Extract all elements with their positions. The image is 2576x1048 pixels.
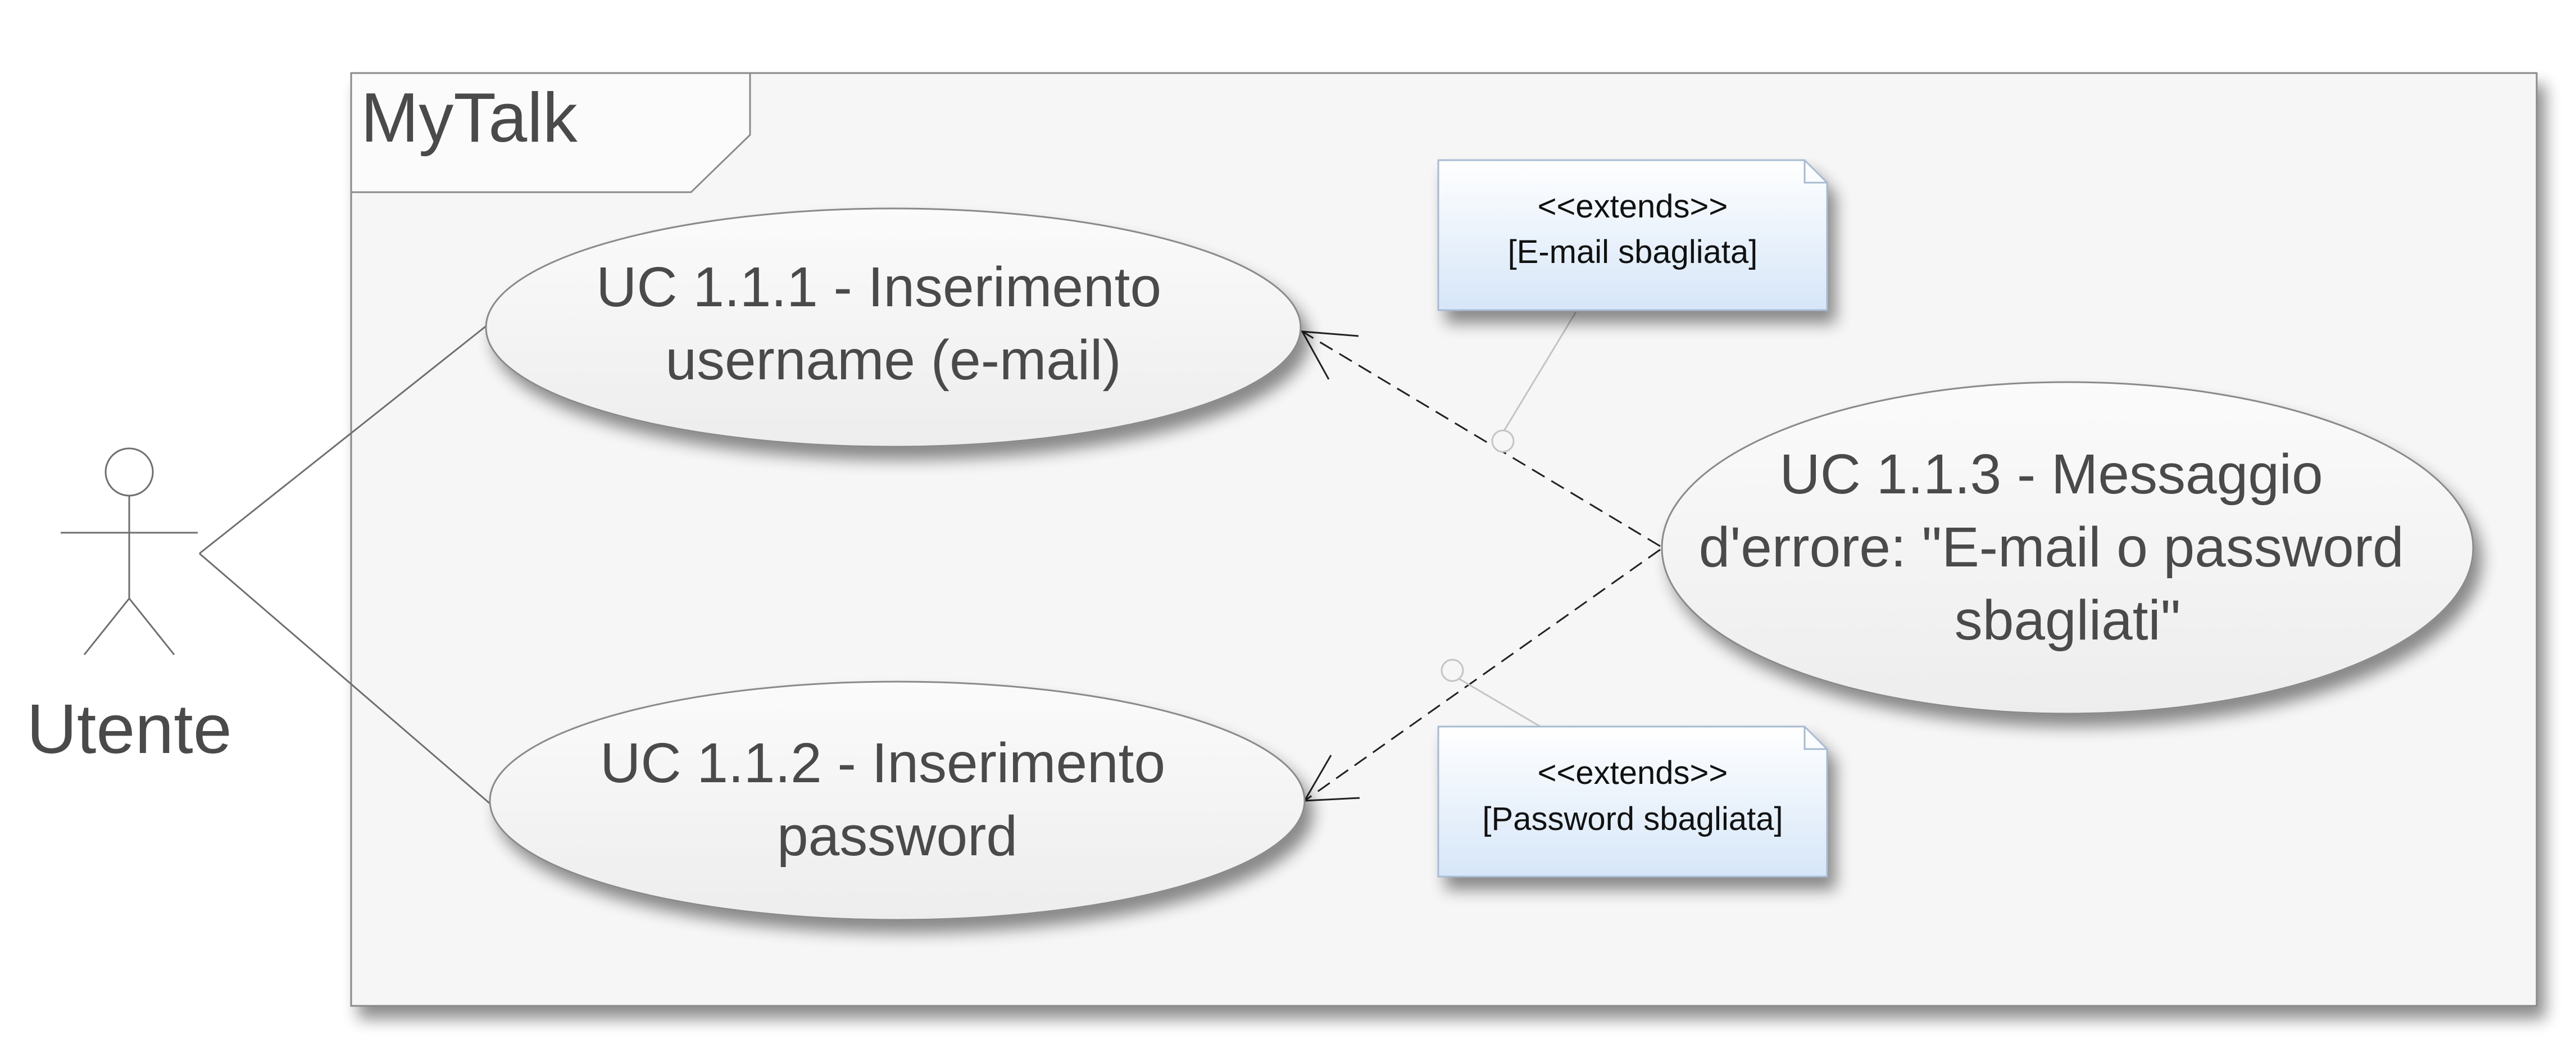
note-anchors bbox=[1441, 311, 1577, 729]
system-name: MyTalk bbox=[361, 79, 578, 157]
note-anchor-dot-email bbox=[1491, 429, 1515, 453]
note-anchor-dot-password bbox=[1441, 659, 1464, 682]
use-case-uc112[interactable]: UC 1.1.2 - Inserimento password bbox=[489, 680, 1306, 921]
note-password-stereotype: <<extends>> bbox=[1538, 755, 1728, 791]
note-password-fold bbox=[1803, 727, 1827, 750]
note-email-stereotype: <<extends>> bbox=[1538, 188, 1728, 225]
note-password[interactable]: <<extends>> [Password sbagliata] bbox=[1437, 725, 1828, 878]
note-anchor-line-password bbox=[1456, 676, 1543, 729]
association-line-uc111 bbox=[199, 324, 488, 555]
actor-utente[interactable] bbox=[61, 447, 198, 655]
actor-left-leg bbox=[83, 598, 130, 655]
note-password-condition: [Password sbagliata] bbox=[1482, 801, 1783, 837]
note-email-condition: [E-mail sbagliata] bbox=[1508, 234, 1758, 270]
use-case-uc113[interactable]: UC 1.1.3 - Messaggio d'errore: "E-mail o… bbox=[1661, 381, 2474, 715]
associations bbox=[199, 324, 490, 805]
uc111-line-2: username (e-mail) bbox=[665, 329, 1121, 392]
use-case-uc111[interactable]: UC 1.1.1 - Inserimento username (e-mail) bbox=[485, 207, 1302, 448]
extend-dependencies bbox=[1301, 330, 1661, 802]
uc111-line-1: UC 1.1.1 - Inserimento bbox=[596, 256, 1161, 319]
uc112-line-2: password bbox=[777, 805, 1017, 868]
note-email[interactable]: <<extends>> [E-mail sbagliata] bbox=[1437, 159, 1828, 311]
actor-name: Utente bbox=[26, 691, 231, 768]
actor-right-leg bbox=[128, 598, 175, 655]
use-case-uc111-label: UC 1.1.1 - Inserimento username (e-mail) bbox=[596, 256, 1177, 392]
use-case-uc113-label: UC 1.1.3 - Messaggio d'errore: "E-mail o… bbox=[1699, 443, 2420, 652]
uc112-line-1: UC 1.1.2 - Inserimento bbox=[600, 732, 1165, 795]
note-anchor-line-email bbox=[1502, 311, 1577, 433]
actor-head bbox=[105, 447, 154, 497]
note-email-fold bbox=[1803, 160, 1827, 184]
uc113-line-2: d'errore: "E-mail o password bbox=[1699, 516, 2404, 579]
arrowhead-email bbox=[1301, 330, 1359, 380]
extend-line-email bbox=[1302, 330, 1661, 547]
extend-line-password bbox=[1304, 548, 1661, 802]
association-line-uc112 bbox=[199, 552, 490, 805]
uc113-line-1: UC 1.1.3 - Messaggio bbox=[1780, 443, 2323, 506]
frame-name-tab bbox=[350, 72, 751, 193]
use-case-uc112-label: UC 1.1.2 - Inserimento password bbox=[600, 732, 1181, 868]
uc113-line-3: sbagliati" bbox=[1955, 589, 2180, 652]
